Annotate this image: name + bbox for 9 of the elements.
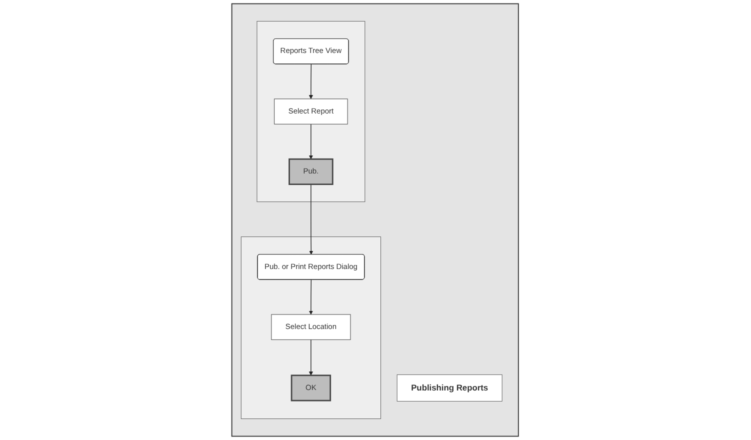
node-box: Publishing Reports xyxy=(397,374,503,402)
arrow xyxy=(309,279,314,315)
cluster xyxy=(232,3,520,437)
cluster xyxy=(257,21,366,202)
arrow xyxy=(309,339,314,376)
arrow xyxy=(309,124,314,160)
cluster xyxy=(241,236,382,419)
arrow xyxy=(309,184,314,255)
arrow xyxy=(309,64,314,100)
